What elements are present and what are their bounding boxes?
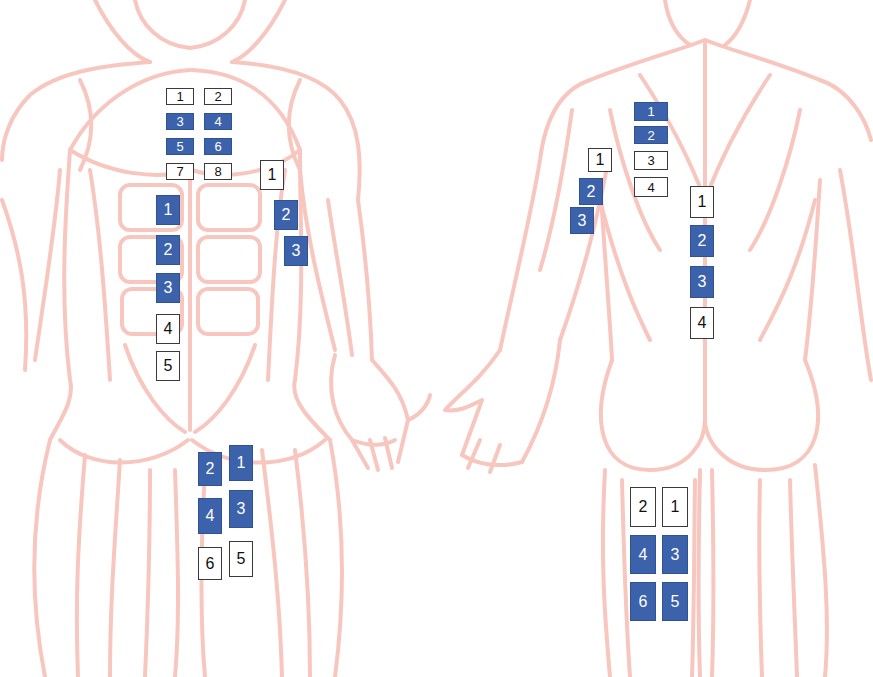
region-marker: 6 [204, 138, 232, 155]
callout-number: 3 [698, 274, 707, 290]
region-marker: 2 [156, 235, 180, 265]
region-marker: 4 [634, 177, 668, 197]
callout-number: 3 [164, 280, 173, 296]
callout-number: 3 [292, 243, 301, 259]
region-marker: 3 [166, 113, 194, 130]
callout-number: 3 [176, 115, 183, 128]
region-marker: 5 [229, 541, 253, 577]
region-marker: 3 [662, 535, 688, 574]
callout-number: 3 [237, 501, 246, 517]
front-body [2, 0, 430, 677]
region-marker: 3 [229, 490, 253, 528]
region-marker: 6 [630, 582, 656, 621]
region-marker: 1 [588, 148, 612, 172]
back-body [445, 0, 871, 677]
region-marker: 6 [198, 547, 222, 580]
callout-number: 3 [578, 213, 587, 229]
callout-number: 4 [164, 321, 173, 337]
callout-number: 1 [237, 455, 246, 471]
callout-number: 5 [176, 140, 183, 153]
region-marker: 4 [198, 498, 222, 534]
callout-number: 3 [671, 547, 680, 563]
region-marker: 3 [634, 151, 668, 170]
callout-number: 4 [698, 315, 707, 331]
region-marker: 2 [274, 200, 298, 230]
region-marker: 8 [204, 163, 232, 180]
callout-number: 1 [268, 167, 277, 183]
region-marker: 3 [690, 266, 714, 298]
callout-number: 2 [282, 207, 291, 223]
callout-number: 5 [237, 551, 246, 567]
region-marker: 4 [690, 307, 714, 339]
callout-number: 1 [596, 152, 605, 168]
region-marker: 2 [198, 452, 222, 486]
region-marker: 5 [662, 582, 688, 621]
callout-number: 4 [206, 508, 215, 524]
callout-number: 7 [176, 165, 183, 178]
callout-number: 3 [647, 154, 654, 167]
region-marker: 2 [634, 126, 668, 144]
region-marker: 4 [630, 535, 656, 574]
callout-number: 6 [639, 594, 648, 610]
region-marker: 5 [156, 351, 180, 381]
callout-number: 4 [639, 547, 648, 563]
callout-number: 1 [164, 202, 173, 218]
callout-number: 2 [698, 233, 707, 249]
region-marker: 7 [166, 163, 194, 180]
region-marker: 1 [166, 88, 194, 105]
callout-number: 1 [698, 194, 707, 210]
callout-number: 5 [164, 358, 173, 374]
region-marker: 3 [284, 236, 308, 266]
callout-number: 5 [671, 594, 680, 610]
region-marker: 5 [166, 138, 194, 155]
callout-number: 6 [214, 140, 221, 153]
region-marker: 1 [634, 102, 668, 121]
callout-number: 1 [176, 90, 183, 103]
region-marker: 2 [690, 225, 714, 257]
region-marker: 3 [570, 207, 594, 234]
callout-number: 2 [164, 242, 173, 258]
callout-number: 2 [214, 90, 221, 103]
callout-number: 2 [647, 129, 654, 142]
region-marker: 1 [260, 160, 284, 190]
callout-number: 2 [639, 499, 648, 515]
region-marker: 2 [579, 178, 603, 205]
callout-number: 4 [647, 181, 654, 194]
callout-number: 8 [214, 165, 221, 178]
callout-number: 2 [587, 184, 596, 200]
region-marker: 1 [229, 445, 253, 481]
callout-number: 1 [647, 105, 654, 118]
region-marker: 4 [156, 314, 180, 344]
region-marker: 1 [690, 186, 714, 218]
region-marker: 4 [204, 113, 232, 130]
region-marker: 3 [156, 273, 180, 303]
callout-number: 2 [206, 461, 215, 477]
callout-number: 6 [206, 556, 215, 572]
callout-number: 4 [214, 115, 221, 128]
callout-number: 1 [671, 499, 680, 515]
region-marker: 2 [204, 88, 232, 105]
region-marker: 1 [156, 195, 180, 225]
region-marker: 2 [630, 487, 656, 527]
region-marker: 1 [662, 487, 688, 527]
